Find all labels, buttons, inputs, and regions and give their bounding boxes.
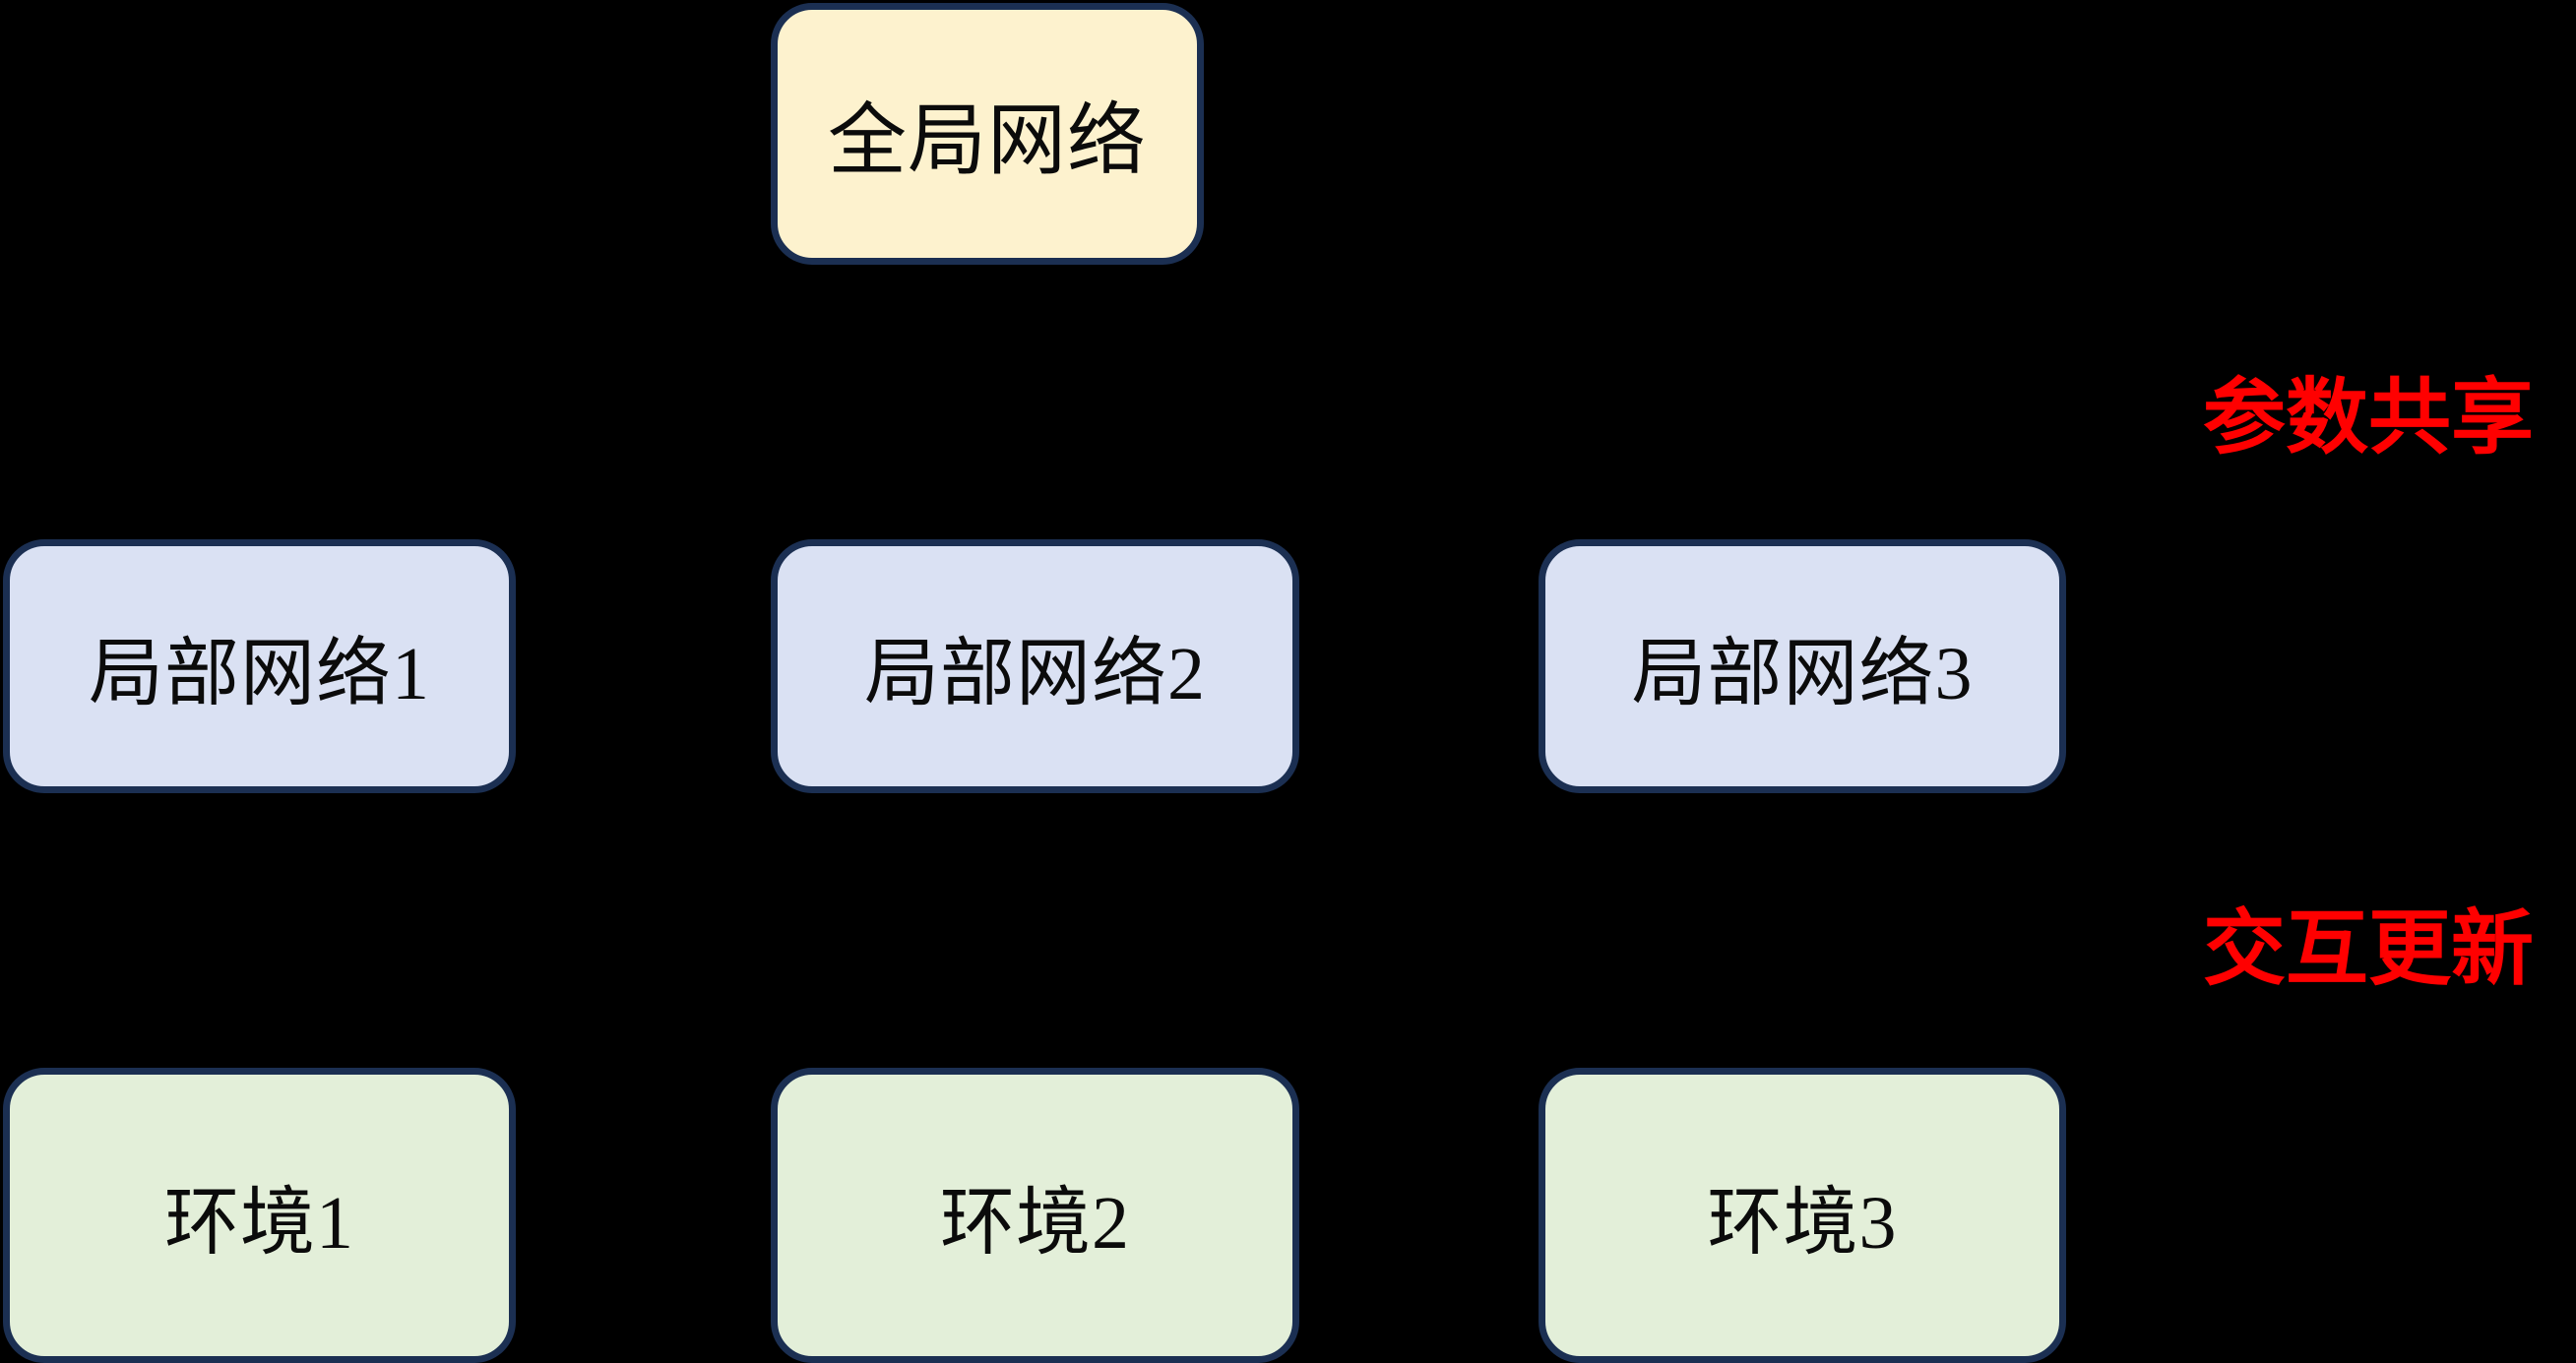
node-environment-3[interactable]: 环境3 xyxy=(1539,1068,2066,1363)
node-local-network-3[interactable]: 局部网络3 xyxy=(1539,539,2066,793)
node-environment-1[interactable]: 环境1 xyxy=(3,1068,516,1363)
node-environment-2-label: 环境2 xyxy=(940,1182,1130,1265)
annotation-interactive-update: 交互更新 xyxy=(2203,904,2535,996)
node-global-network[interactable]: 全局网络 xyxy=(771,3,1204,265)
annotation-parameter-sharing: 参数共享 xyxy=(2203,373,2535,465)
node-local-network-2[interactable]: 局部网络2 xyxy=(771,539,1299,793)
diagram-canvas: 全局网络 局部网络1 局部网络2 局部网络3 环境1 环境2 环境3 参数共享 … xyxy=(3,3,2535,1363)
node-local-network-2-label: 局部网络2 xyxy=(864,633,1206,715)
node-local-network-1-label: 局部网络1 xyxy=(89,633,430,715)
node-global-network-label: 全局网络 xyxy=(828,98,1147,185)
node-local-network-1[interactable]: 局部网络1 xyxy=(3,539,516,793)
node-local-network-3-label: 局部网络3 xyxy=(1631,633,1974,715)
node-environment-1-label: 环境1 xyxy=(164,1182,354,1265)
edge-global-to-local-3 xyxy=(1080,265,1815,539)
edge-global-to-local-1 xyxy=(256,265,990,539)
node-environment-2[interactable]: 环境2 xyxy=(771,1068,1299,1363)
node-environment-3-label: 环境3 xyxy=(1707,1182,1898,1265)
connector-layer xyxy=(246,257,1815,1071)
